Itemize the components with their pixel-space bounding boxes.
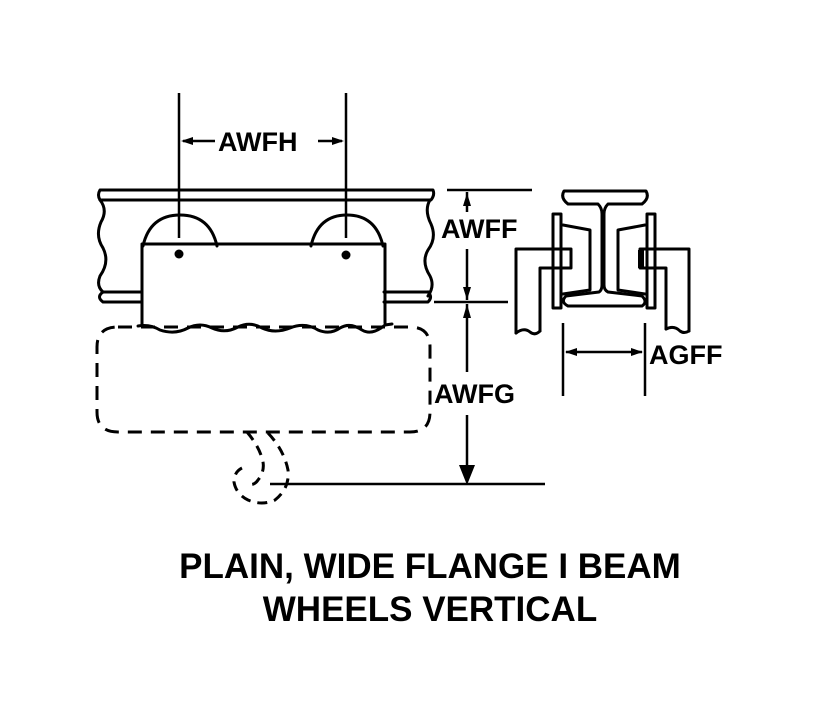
label-agff: AGFF <box>649 340 723 370</box>
dimension-agff: AGFF <box>561 323 723 396</box>
dimension-awfg: AWFG <box>270 304 545 486</box>
dimension-awff: AWFF <box>434 188 532 304</box>
i-beam-side-view <box>96 188 436 304</box>
diagram-title-line-2: WHEELS VERTICAL <box>262 590 598 629</box>
label-awff: AWFF <box>441 214 517 244</box>
diagram-title-line-1: PLAIN, WIDE FLANGE I BEAM <box>179 547 681 586</box>
i-beam-end-view <box>514 189 691 336</box>
hook-icon <box>232 431 290 505</box>
hoist-body-outline <box>95 325 432 434</box>
label-awfh: AWFH <box>218 127 297 157</box>
label-awfg: AWFG <box>434 379 515 409</box>
dimension-awfh: AWFH <box>177 93 348 238</box>
wheel-axle-right <box>341 250 351 260</box>
wheel-axle-left <box>174 249 184 259</box>
